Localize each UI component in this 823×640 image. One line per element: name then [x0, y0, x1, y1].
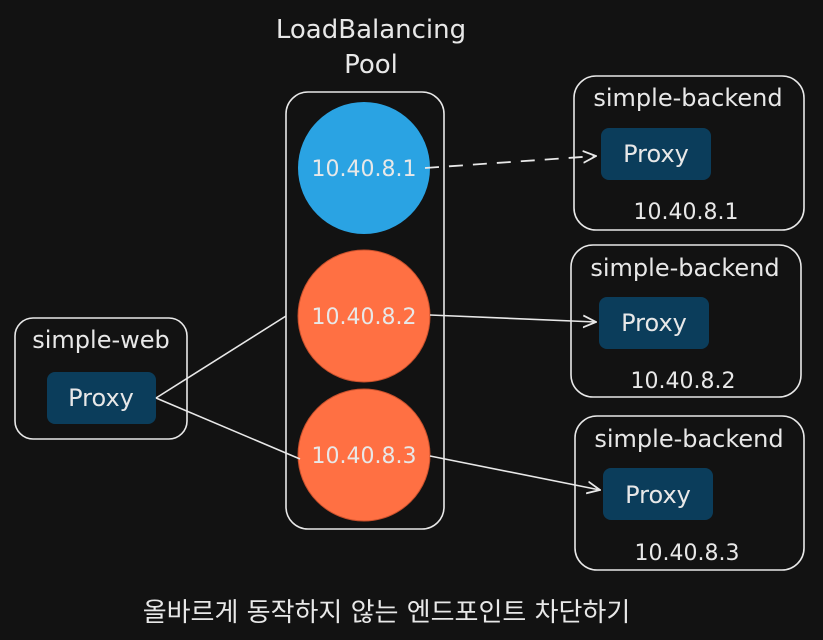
endpoint-circle-blocked: [298, 102, 430, 234]
endpoint-ip-label: 10.40.8.1: [312, 157, 417, 182]
diagram-caption: 올바르게 동작하지 않는 엔드포인트 차단하기: [142, 598, 631, 628]
client-proxy-label: Proxy: [68, 384, 134, 412]
backend-proxy-box: [601, 128, 711, 180]
client-simple-web[interactable]: simple-web Proxy: [14, 317, 188, 440]
backend-proxy-label: Proxy: [625, 481, 691, 509]
backend-box: [574, 415, 805, 571]
pool-endpoint-3[interactable]: 10.40.8.3: [297, 388, 431, 522]
arrow-endpoint-3-to-backend-3: [429, 455, 600, 490]
connector-client-to-endpoint-3: [155, 397, 301, 460]
backend-proxy-label: Proxy: [623, 140, 689, 168]
endpoint-circle-active: [297, 249, 431, 383]
backend-simple-backend-2[interactable]: simple-backend Proxy 10.40.8.2: [570, 244, 802, 398]
pool-title-line2: Pool: [344, 50, 398, 80]
dashed-arrow-endpoint-1-to-backend-1: [424, 156, 596, 169]
backend-ip: 10.40.8.3: [635, 541, 740, 566]
backend-name: simple-backend: [594, 425, 783, 453]
endpoint-ip-label: 10.40.8.3: [312, 444, 417, 469]
pool-container: [285, 91, 445, 530]
client-proxy-box: [47, 372, 156, 424]
pool-endpoint-2[interactable]: 10.40.8.2: [297, 249, 431, 383]
endpoint-ip-label: 10.40.8.2: [312, 305, 417, 330]
backend-simple-backend-1[interactable]: simple-backend Proxy 10.40.8.1: [573, 75, 805, 231]
arrow-endpoint-2-to-backend-2: [429, 314, 596, 322]
backend-name: simple-backend: [590, 254, 779, 282]
backend-box: [573, 75, 805, 231]
backend-simple-backend-3[interactable]: simple-backend Proxy 10.40.8.3: [574, 415, 805, 571]
backend-name: simple-backend: [593, 84, 782, 112]
backend-proxy-box: [599, 297, 709, 349]
connector-client-to-endpoint-2: [155, 315, 287, 399]
backend-ip: 10.40.8.1: [634, 200, 739, 225]
client-name: simple-web: [32, 326, 170, 354]
backend-ip: 10.40.8.2: [631, 369, 736, 394]
backend-proxy-box: [603, 468, 713, 520]
endpoint-circle-active: [297, 388, 431, 522]
pool-endpoint-1[interactable]: 10.40.8.1: [298, 102, 430, 234]
backend-proxy-label: Proxy: [621, 309, 687, 337]
pool-title-line1: LoadBalancing: [276, 15, 466, 45]
